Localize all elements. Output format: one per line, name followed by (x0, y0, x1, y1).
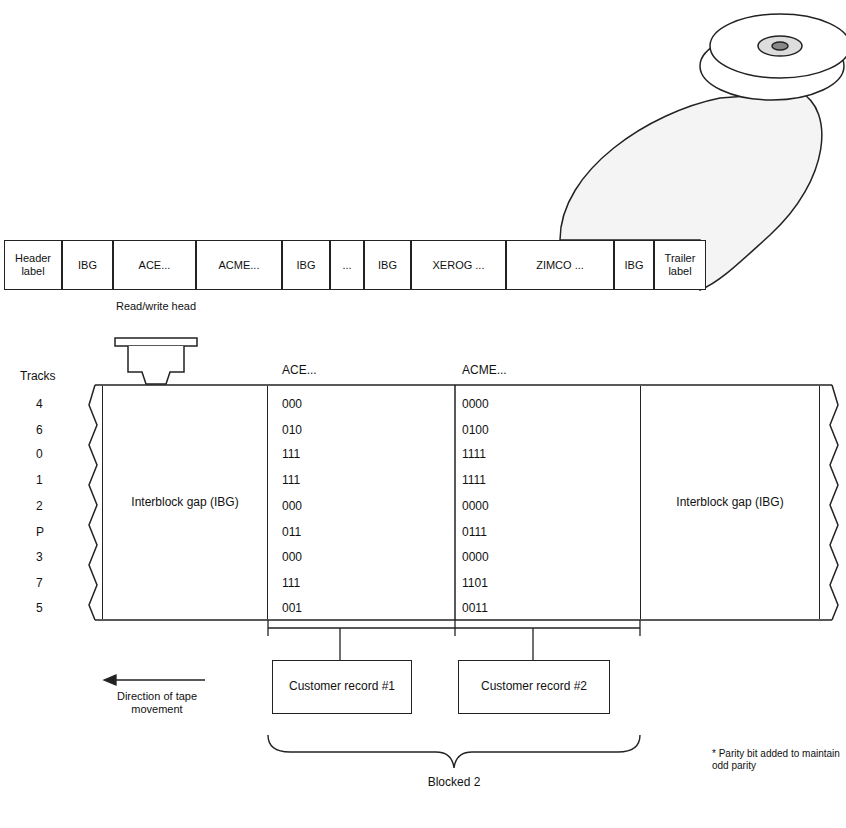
record-box: Customer record #1 (272, 660, 412, 714)
tape-segment: IBG (62, 240, 113, 290)
node-text: IBG (378, 259, 397, 272)
node-text: IBG (78, 259, 97, 272)
node-text: Trailer label (658, 252, 702, 277)
node-text: IBG (297, 259, 316, 272)
track-number: 2 (36, 500, 56, 514)
bit-column: 011 (282, 526, 342, 540)
node-text: ACE... (139, 259, 171, 272)
bit-column: 1101 (462, 577, 522, 591)
track-number: 6 (36, 424, 56, 438)
node-text: ... (342, 259, 351, 272)
bit-column: 0000 (462, 398, 522, 412)
bit-column: 111 (282, 474, 342, 488)
label-text: ACME... (462, 364, 542, 378)
node-text: ZIMCO ... (536, 259, 584, 272)
track-number: 1 (36, 474, 56, 488)
tape-segment: IBG (614, 240, 654, 290)
gap-region: Interblock gap (IBG) (102, 386, 268, 619)
label-text: Direction of tape movement (92, 690, 222, 715)
tape-segment: ACE... (113, 240, 196, 290)
bit-column: 000 (282, 551, 342, 565)
gap-region: Interblock gap (IBG) (640, 386, 820, 619)
bit-column: 001 (282, 602, 342, 616)
tape-segment: IBG (364, 240, 411, 290)
track-number: 5 (36, 602, 56, 616)
tape-segment: ACME... (196, 240, 282, 290)
tape-segment: Trailer label (654, 240, 706, 290)
read-write-head (115, 338, 197, 384)
label-text: Blocked 2 (394, 776, 514, 790)
blocked-brace (268, 735, 640, 768)
label-text: Tracks (20, 370, 70, 384)
label-text: * Parity bit added to maintain odd parit… (712, 748, 840, 771)
bit-column: 111 (282, 448, 342, 462)
label-text: Read/write head (115, 300, 197, 313)
node-text: XEROG ... (433, 259, 485, 272)
node-text: ACME... (219, 259, 260, 272)
bit-column: 000 (282, 500, 342, 514)
track-number: 7 (36, 577, 56, 591)
node-text: Interblock gap (IBG) (676, 496, 783, 510)
bit-column: 0111 (462, 526, 522, 540)
tape-segment: Header label (4, 240, 62, 290)
label-text: ACE... (282, 364, 362, 378)
bit-column: 0000 (462, 500, 522, 514)
node-text: Header label (8, 252, 58, 277)
tape-segment: ... (330, 240, 364, 290)
bit-column: 0011 (462, 602, 522, 616)
direction-arrow (104, 675, 205, 685)
bit-column: 111 (282, 577, 342, 591)
record-bracket (268, 620, 640, 660)
node-text: Customer record #2 (481, 680, 587, 694)
node-text: IBG (625, 259, 644, 272)
bit-column: 0000 (462, 551, 522, 565)
tape-band (89, 385, 838, 620)
track-number: 3 (36, 551, 56, 565)
track-number: 4 (36, 398, 56, 412)
node-text: Interblock gap (IBG) (131, 496, 238, 510)
track-number: 0 (36, 448, 56, 462)
bit-column: 010 (282, 424, 342, 438)
record-box: Customer record #2 (458, 660, 610, 714)
tape-segment: ZIMCO ... (506, 240, 614, 290)
tape-segment: XEROG ... (411, 240, 506, 290)
node-text: Customer record #1 (289, 680, 395, 694)
tape-segment: IBG (282, 240, 330, 290)
bit-column: 000 (282, 398, 342, 412)
track-number: P (36, 526, 56, 540)
bit-column: 1111 (462, 448, 522, 462)
bit-column: 0100 (462, 424, 522, 438)
bit-column: 1111 (462, 474, 522, 488)
